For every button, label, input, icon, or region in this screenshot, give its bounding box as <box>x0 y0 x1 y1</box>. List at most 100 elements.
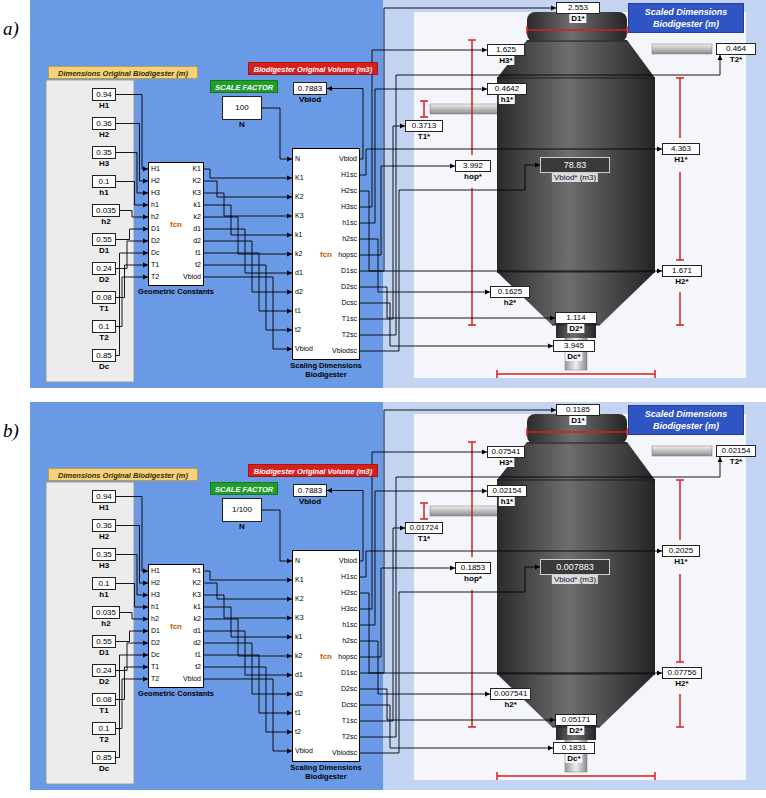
value-name: Dc* <box>565 754 582 763</box>
value-text: 0.7883 <box>298 84 322 93</box>
signal-wire <box>204 619 292 658</box>
port-name: Vbiod <box>183 273 201 281</box>
value-box: 0.08T1 <box>92 291 116 304</box>
wire-line <box>360 239 490 292</box>
port-name: h2sc <box>342 637 357 645</box>
port-name: D1 <box>151 225 160 233</box>
wire-line <box>116 584 148 608</box>
port-name: k1 <box>295 633 302 641</box>
wire-line <box>116 241 148 269</box>
value-name: H1 <box>99 101 109 110</box>
display-box: 0.1853hop* <box>455 562 491 574</box>
function-block: H1H2H3h1h2D1D2DcT1T2fcnK1K2K3k1k2d1d2t1t… <box>148 162 204 286</box>
value-box: 0.94H1 <box>92 490 116 503</box>
wire-line <box>204 655 292 713</box>
banner-text: Biodigester Original Volume (m3) <box>254 467 373 476</box>
signal-wire <box>360 641 490 696</box>
wire-line <box>360 126 405 319</box>
value-box: 0.55D1 <box>92 233 116 246</box>
port-name: K1 <box>295 576 304 584</box>
display-box: 0.1185D1* <box>556 404 600 416</box>
value-text: 0.94 <box>96 90 112 99</box>
value-name: D2 <box>99 275 109 284</box>
port-name: Vbiodsc <box>332 749 357 757</box>
display-box: 0.05171D2* <box>555 714 597 726</box>
value-text: 0.07541 <box>492 447 521 456</box>
display-box: 0.07541H3* <box>487 446 525 458</box>
value-text: 1.625 <box>496 45 516 54</box>
wire-line <box>360 705 553 748</box>
wire-line <box>116 679 148 729</box>
port-name: D1 <box>151 627 160 635</box>
value-name: Dc <box>99 764 109 773</box>
volume-display: 0.007883Vbiod* (m3) <box>540 559 610 575</box>
signal-wire <box>120 211 148 220</box>
value-text: 0.1625 <box>498 287 522 296</box>
port-name: k1 <box>295 231 302 239</box>
value-name: h2 <box>101 217 110 226</box>
signal-wire <box>360 48 487 207</box>
value-box: 0.36H2 <box>92 519 116 532</box>
display-box: 0.3713T1* <box>405 120 443 132</box>
value-box: 0.035h2 <box>92 204 120 217</box>
value-text: 0.01724 <box>410 523 439 532</box>
value-name: T2 <box>99 333 108 342</box>
value-name: H2 <box>99 130 109 139</box>
signal-wire <box>360 705 553 750</box>
wire-line <box>204 193 292 216</box>
banner-text: SCALE FACTOR <box>215 485 273 494</box>
value-name: D1 <box>99 246 109 255</box>
wire-line <box>204 667 292 732</box>
wire-line <box>204 181 292 197</box>
signal-wire <box>116 584 148 610</box>
value-box: 0.1h1 <box>92 175 116 188</box>
value-box: 100N <box>222 96 262 120</box>
signal-wire <box>204 595 292 620</box>
wire-line <box>204 277 292 349</box>
signal-wire <box>360 191 662 273</box>
value-name: N <box>239 120 245 129</box>
title-banner: SCALE FACTOR <box>210 80 278 93</box>
signal-wire <box>116 677 148 729</box>
wire-line <box>116 555 148 596</box>
display-box: 0.02154T2* <box>716 445 756 457</box>
port-name: h1 <box>151 603 159 611</box>
port-name: d1 <box>193 627 201 635</box>
value-text: 0.007541 <box>494 689 527 698</box>
wire-line <box>204 679 292 751</box>
port-name: h1sc <box>342 621 357 629</box>
wire-line <box>204 607 292 637</box>
value-name: H2 <box>99 532 109 541</box>
block-title: Scaling Dimensions Biodigester <box>280 361 372 379</box>
port-name: K3 <box>295 212 304 220</box>
port-name: k2 <box>295 250 302 258</box>
signal-wire <box>360 164 455 255</box>
signal-wire <box>116 629 148 642</box>
banner-text: Scaled Dimensions Biodigester (m) <box>645 409 728 431</box>
value-name: h2* <box>502 298 518 307</box>
port-name: T2 <box>151 273 159 281</box>
title-banner: Scaled Dimensions Biodigester (m) <box>628 3 744 33</box>
wire-line <box>360 410 556 673</box>
port-name: N <box>295 557 300 565</box>
port-name: d2 <box>295 690 303 698</box>
value-text: 1.114 <box>566 313 585 322</box>
value-name: Vbiod <box>299 497 321 506</box>
wire-line <box>116 253 148 356</box>
display-box: 2.553D1* <box>556 2 600 14</box>
port-name: N <box>295 155 300 163</box>
banner-text: Dimensions Original Biodigester (m) <box>58 471 188 480</box>
value-text: 0.007883 <box>556 562 594 572</box>
wire-line <box>360 593 662 673</box>
value-box: 0.24D2 <box>92 664 116 677</box>
value-text: 0.05171 <box>562 715 591 724</box>
wire-line <box>204 631 292 675</box>
port-name: T2sc <box>342 331 357 339</box>
value-box: 1/100N <box>222 498 262 522</box>
signal-wire <box>116 182 148 208</box>
arrow-head <box>718 457 723 462</box>
signal-wire <box>262 510 292 563</box>
value-name: Vbiod* (m3) <box>552 575 598 584</box>
value-name: H1* <box>672 155 689 164</box>
